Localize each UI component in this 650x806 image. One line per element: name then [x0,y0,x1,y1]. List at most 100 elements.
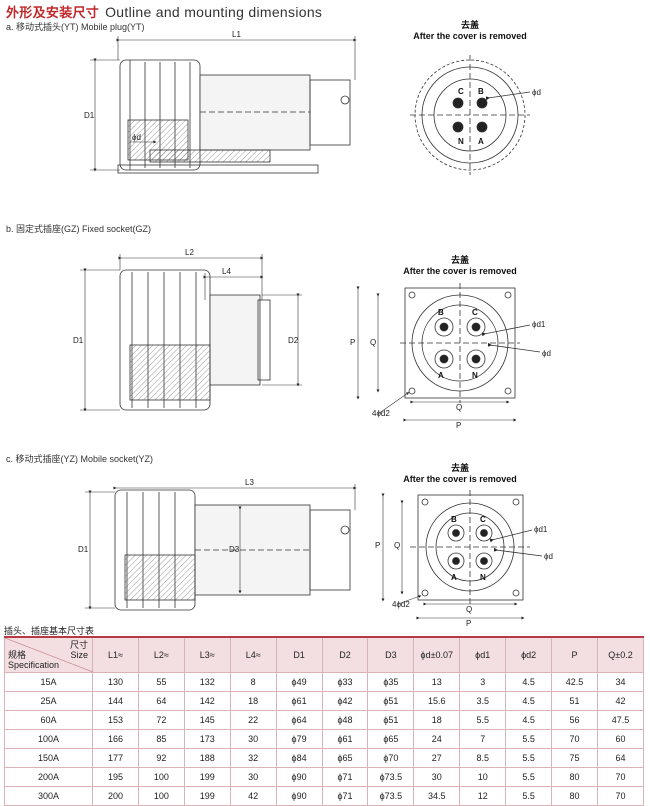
value-cell: ϕ71 [321,767,369,787]
value-cell: ϕ65 [321,748,369,768]
value-cell: 30 [229,729,277,749]
corner-diagonal [5,638,93,672]
cover-caption-c-cn: 去盖 [450,463,469,473]
value-cell: ϕ73.5 [367,767,415,787]
cover-caption-a-cn: 去盖 [460,20,479,30]
value-cell: 199 [183,786,231,806]
value-cell: ϕ42 [321,691,369,711]
dim-d1-a: D1 [84,111,95,120]
value-cell: ϕ61 [321,729,369,749]
value-cell: 51 [551,691,598,711]
header-l4: L4≈ [229,636,277,673]
value-cell: 34 [596,672,645,692]
value-cell: 145 [183,710,231,730]
header-d1: D1 [275,636,323,673]
value-cell: 8.5 [459,748,507,768]
value-cell: 177 [92,748,139,768]
pin-b-b: B [438,308,444,317]
value-cell: ϕ64 [275,710,323,730]
spec-cell: 15A [4,672,93,692]
value-cell: 188 [183,748,231,768]
pin-a-c: A [451,573,457,582]
value-cell: 142 [183,691,231,711]
value-cell: 30 [229,767,277,787]
dim-l1-a: L1 [232,30,241,39]
pin-a-a: A [478,137,484,146]
spec-cell: 300A [4,786,93,806]
value-cell: 130 [92,672,139,692]
cover-caption-c-en: After the cover is removed [403,474,517,484]
value-cell: 153 [92,710,139,730]
header-l3: L3≈ [183,636,231,673]
value-cell: ϕ65 [367,729,415,749]
pin-c-a: C [458,87,464,96]
spec-cell: 100A [4,729,93,749]
value-cell: ϕ51 [367,691,415,711]
header-phid2: ϕd2 [505,636,553,673]
technical-drawings: L1 D1 ϕd C B N A ϕd [73,30,553,628]
spec-cell: 200A [4,767,93,787]
pin-n-b: N [472,371,478,380]
value-cell: 4.5 [505,691,553,711]
value-cell: ϕ61 [275,691,323,711]
title-cn: 外形及安装尺寸 [6,5,100,20]
dim-p-b: P [456,421,461,430]
value-cell: 5.5 [505,767,553,787]
dim-l2-b: L2 [185,248,194,257]
value-cell: 30 [413,767,461,787]
value-cell: 24 [413,729,461,749]
header-phid: ϕd±0.07 [413,636,461,673]
value-cell: 3.5 [459,691,507,711]
value-cell: 5.5 [505,748,553,768]
header-phid1: ϕd1 [459,636,507,673]
value-cell: 13 [413,672,461,692]
dim-phid1-b: ϕd1 [532,320,546,329]
value-cell: 22 [229,710,277,730]
value-cell: 92 [137,748,185,768]
spec-cell: 60A [4,710,93,730]
value-cell: 144 [92,691,139,711]
value-cell: 64 [596,748,645,768]
value-cell: 18 [229,691,277,711]
value-cell: 42.5 [551,672,598,692]
dim-phid-a: ϕd [532,88,541,97]
value-cell: 100 [137,767,185,787]
header-l1: L1≈ [92,636,139,673]
value-cell: 12 [459,786,507,806]
value-cell: 80 [551,767,598,787]
value-cell: 5.5 [505,729,553,749]
dim-d2-b: D2 [288,336,299,345]
dim-phid-b: ϕd [542,349,551,358]
dim-p-c-vert: P [375,541,380,550]
value-cell: 47.5 [596,710,645,730]
value-cell: ϕ33 [321,672,369,692]
value-cell: 166 [92,729,139,749]
dim-d3-c: D3 [229,545,240,554]
value-cell: 200 [92,786,139,806]
dim-l3-c: L3 [245,478,254,487]
value-cell: 70 [596,767,645,787]
value-cell: 56 [551,710,598,730]
value-cell: 100 [137,786,185,806]
value-cell: ϕ71 [321,786,369,806]
value-cell: 132 [183,672,231,692]
dim-phid-a-side: ϕd [132,133,141,142]
spec-cell: 25A [4,691,93,711]
title-en: Outline and mounting dimensions [105,4,323,20]
value-cell: 64 [137,691,185,711]
value-cell: 5.5 [505,786,553,806]
value-cell: 75 [551,748,598,768]
value-cell: 70 [551,729,598,749]
dim-4phid2-b: 4ϕd2 [372,409,390,418]
mobile-socket-side-view [114,489,351,611]
dim-d1-c: D1 [78,545,89,554]
pin-c-c: C [480,515,486,524]
dim-phid1-c: ϕd1 [534,525,548,534]
cover-caption-a-en: After the cover is removed [413,31,527,41]
mobile-socket-dimensions [85,484,357,610]
